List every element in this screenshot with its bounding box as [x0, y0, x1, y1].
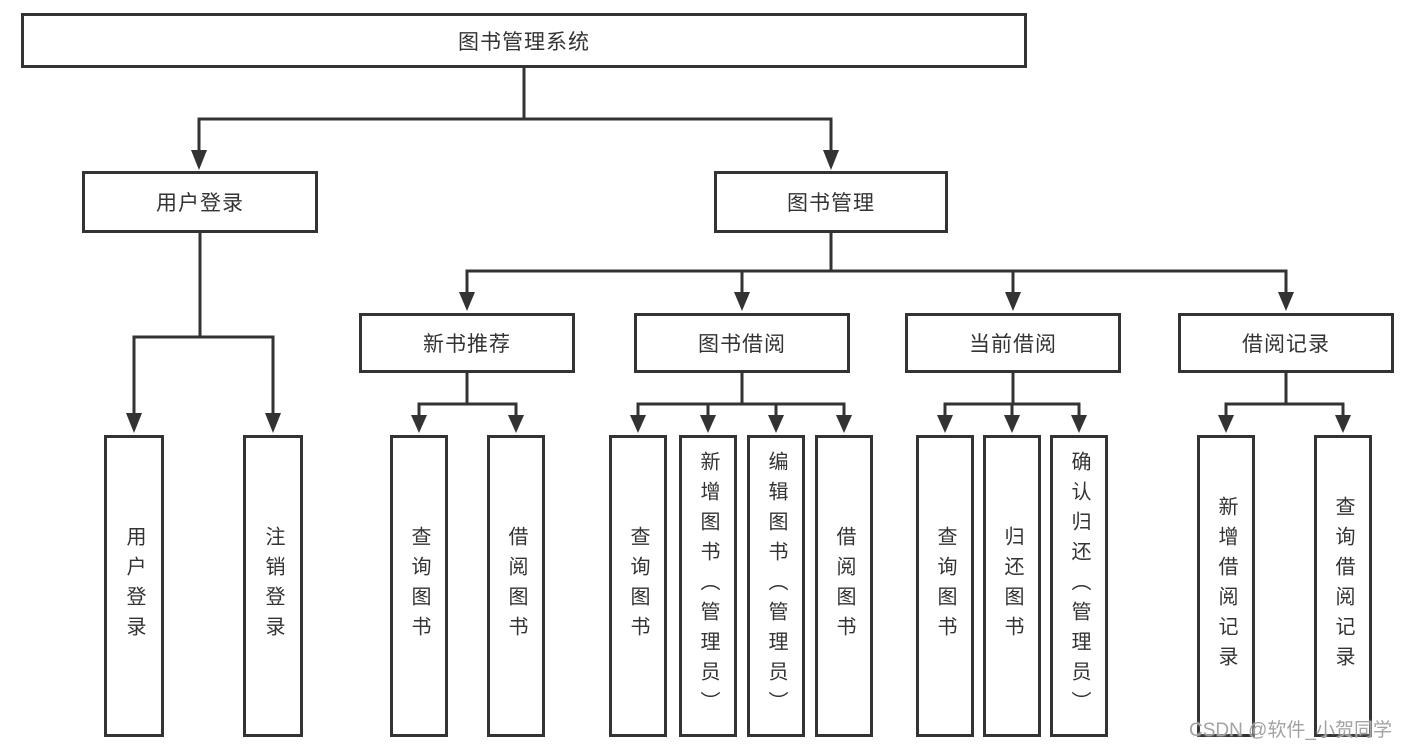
node-label: 新增借阅记录 — [1215, 496, 1237, 676]
node-new-book-recommend: 新书推荐 — [359, 313, 575, 373]
node-label: 图书管理系统 — [458, 30, 590, 54]
leaf-query-borrow-record: 查询借阅记录 — [1314, 435, 1372, 737]
node-label: 用户登录 — [123, 526, 145, 646]
node-current-borrow: 当前借阅 — [905, 313, 1121, 373]
node-label: 借阅图书 — [833, 526, 855, 646]
node-label: 用户登录 — [156, 192, 244, 215]
leaf-add-books-admin: 新增图书（管理员） — [679, 435, 737, 737]
node-label: 查询图书 — [627, 526, 649, 646]
leaf-confirm-return-admin: 确认归还（管理员） — [1050, 435, 1108, 737]
node-label: 查询借阅记录 — [1332, 496, 1354, 676]
csdn-watermark: CSDN @软件_小贺同学 — [1189, 720, 1392, 741]
node-label: 图书管理 — [787, 192, 875, 215]
leaf-edit-books-admin: 编辑图书（管理员） — [747, 435, 805, 737]
node-label: 归还图书 — [1001, 526, 1023, 646]
node-label: 新增图书（管理员） — [697, 451, 719, 721]
leaf-logout-login: 注销登录 — [243, 435, 303, 737]
node-label: 注销登录 — [262, 526, 284, 646]
node-label: 查询图书 — [934, 526, 956, 646]
node-label: 确认归还（管理员） — [1068, 451, 1090, 721]
leaf-query-books-recommend: 查询图书 — [390, 435, 448, 737]
node-label: 借阅图书 — [505, 526, 527, 646]
node-root: 图书管理系统 — [21, 13, 1027, 68]
node-book-borrow: 图书借阅 — [634, 313, 850, 373]
leaf-borrow-books: 借阅图书 — [815, 435, 873, 737]
node-label: 查询图书 — [408, 526, 430, 646]
node-label: 图书借阅 — [698, 333, 786, 356]
node-borrow-records: 借阅记录 — [1178, 313, 1394, 373]
leaf-add-borrow-record: 新增借阅记录 — [1197, 435, 1255, 737]
node-user-login: 用户登录 — [82, 171, 318, 233]
leaf-query-books-current: 查询图书 — [916, 435, 974, 737]
leaf-user-login: 用户登录 — [104, 435, 164, 737]
leaf-borrow-books-recommend: 借阅图书 — [487, 435, 545, 737]
node-label: 借阅记录 — [1242, 333, 1330, 356]
node-label: 当前借阅 — [969, 333, 1057, 356]
node-label: 编辑图书（管理员） — [765, 451, 787, 721]
node-label: 新书推荐 — [423, 333, 511, 356]
leaf-query-books-borrow: 查询图书 — [609, 435, 667, 737]
leaf-return-books: 归还图书 — [983, 435, 1041, 737]
node-book-management: 图书管理 — [714, 171, 948, 233]
